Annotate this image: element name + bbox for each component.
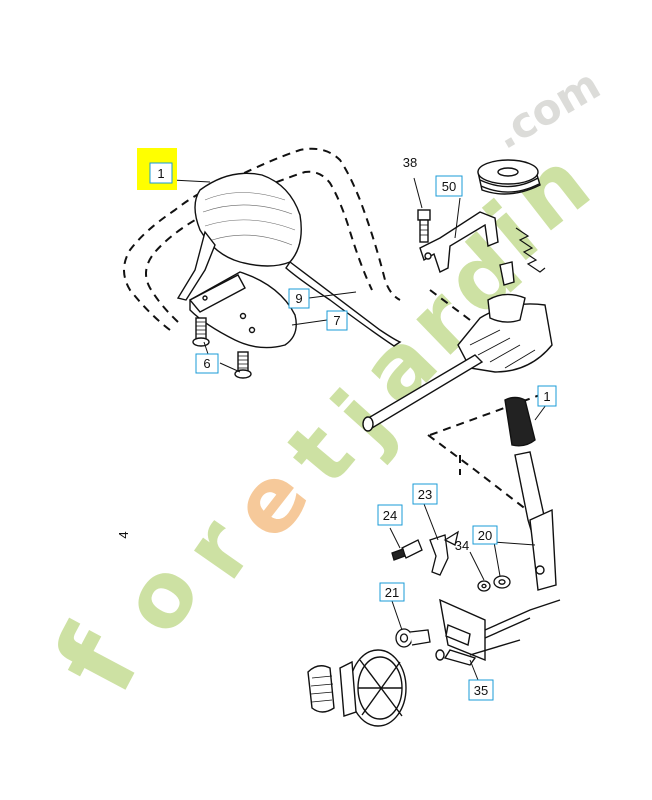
axle-rod bbox=[484, 599, 561, 639]
callout-21: 21 bbox=[379, 582, 405, 602]
callout-7: 7 bbox=[326, 310, 348, 331]
bolt-6a bbox=[192, 317, 210, 347]
wheel-spokes bbox=[358, 659, 403, 717]
pulley-groove bbox=[479, 177, 540, 193]
brake-rod-end bbox=[435, 649, 445, 661]
watermark-logo: f o r e t j a r d i n .com bbox=[30, 59, 609, 712]
leader-21 bbox=[391, 600, 403, 631]
dashed-outlines bbox=[123, 147, 541, 521]
callout-34: 34 bbox=[455, 538, 469, 553]
callout-23: 23 bbox=[412, 483, 438, 505]
callout-label-24: 24 bbox=[383, 508, 397, 523]
bracket-hole bbox=[424, 252, 432, 260]
fan-blades bbox=[310, 675, 334, 703]
wheel-hub bbox=[339, 660, 357, 717]
callout-38: 38 bbox=[403, 155, 417, 170]
leader-9 bbox=[308, 291, 357, 299]
handle-outline-inner bbox=[145, 170, 373, 323]
callout-label-20: 20 bbox=[478, 528, 492, 543]
leader-34 bbox=[469, 551, 485, 581]
bushing-21 bbox=[395, 628, 431, 648]
drive-shaft-end bbox=[362, 416, 374, 432]
bolt-6b bbox=[234, 351, 252, 379]
gearbox-top bbox=[487, 293, 526, 323]
latch-23-arm bbox=[443, 530, 459, 546]
brake-assembly bbox=[307, 598, 561, 727]
plate-hole bbox=[202, 295, 208, 301]
brake-plate bbox=[439, 598, 486, 662]
handle-outline-outer bbox=[123, 147, 401, 331]
callout-label-23: 23 bbox=[418, 487, 432, 502]
callout-24: 24 bbox=[377, 504, 403, 526]
callout-label-35: 35 bbox=[474, 683, 488, 698]
washer-20-hole bbox=[498, 579, 506, 585]
pedal-pad bbox=[504, 396, 536, 447]
callout-label-38: 38 bbox=[403, 155, 417, 170]
callout-label-50: 50 bbox=[442, 179, 456, 194]
callout-label-7: 7 bbox=[333, 313, 340, 328]
leader-1b bbox=[534, 404, 547, 421]
seat-assembly bbox=[176, 172, 402, 379]
plate-hole bbox=[248, 326, 256, 334]
leader-50 bbox=[454, 197, 461, 239]
latch-23 bbox=[429, 534, 449, 576]
callout-20: 20 bbox=[472, 525, 498, 545]
leader-20 bbox=[493, 541, 536, 577]
leader-38 bbox=[413, 177, 423, 209]
brake-linkage bbox=[469, 639, 521, 656]
callout-6: 6 bbox=[195, 353, 219, 374]
callout-label-1: 1 bbox=[157, 166, 164, 181]
bracket-plate-top bbox=[188, 274, 246, 313]
callout-1-pedal: 1 bbox=[537, 385, 557, 407]
leader-lines bbox=[171, 177, 547, 681]
callout-label-34: 34 bbox=[455, 538, 469, 553]
brake-pin bbox=[445, 624, 471, 646]
transmission-assembly bbox=[362, 159, 557, 591]
leader-35 bbox=[469, 659, 479, 681]
washer-34-hole bbox=[481, 583, 487, 589]
seat-support-rod bbox=[285, 260, 402, 347]
callouts: 1 38 50 9 7 6 1 23 24 bbox=[116, 148, 557, 701]
leader-6 bbox=[203, 341, 241, 373]
gearbox-ribs bbox=[469, 329, 536, 369]
bolt-38 bbox=[417, 209, 431, 243]
shaft-stub bbox=[499, 261, 515, 286]
guide-dash-3 bbox=[429, 394, 541, 436]
callout-9: 9 bbox=[288, 288, 310, 309]
spring bbox=[515, 227, 546, 273]
callout-label-6: 6 bbox=[203, 356, 210, 371]
callout-50: 50 bbox=[435, 175, 463, 197]
plate-hole bbox=[239, 312, 247, 320]
bracket-50 bbox=[419, 211, 499, 273]
leader-23 bbox=[423, 503, 439, 541]
leader-24 bbox=[389, 527, 401, 549]
small-hardware bbox=[391, 530, 511, 648]
guide-dash-2 bbox=[427, 434, 541, 521]
leader-7 bbox=[291, 319, 328, 326]
page-marker: 4 bbox=[116, 531, 131, 538]
seat-texture bbox=[202, 192, 296, 246]
callout-label-1-pedal: 1 bbox=[543, 389, 550, 404]
fan-hub bbox=[307, 665, 335, 713]
callout-1: 1 bbox=[149, 162, 173, 184]
callout-35: 35 bbox=[468, 679, 494, 701]
pedal-body bbox=[529, 508, 557, 591]
pulley-hub bbox=[497, 167, 519, 177]
seat-bracket bbox=[176, 230, 216, 301]
leader-1 bbox=[171, 179, 211, 183]
callout-label-21: 21 bbox=[385, 585, 399, 600]
bolt-24 bbox=[391, 539, 423, 561]
brake-rod bbox=[443, 649, 477, 666]
pedal-hole bbox=[535, 565, 545, 575]
callout-label-9: 9 bbox=[295, 291, 302, 306]
